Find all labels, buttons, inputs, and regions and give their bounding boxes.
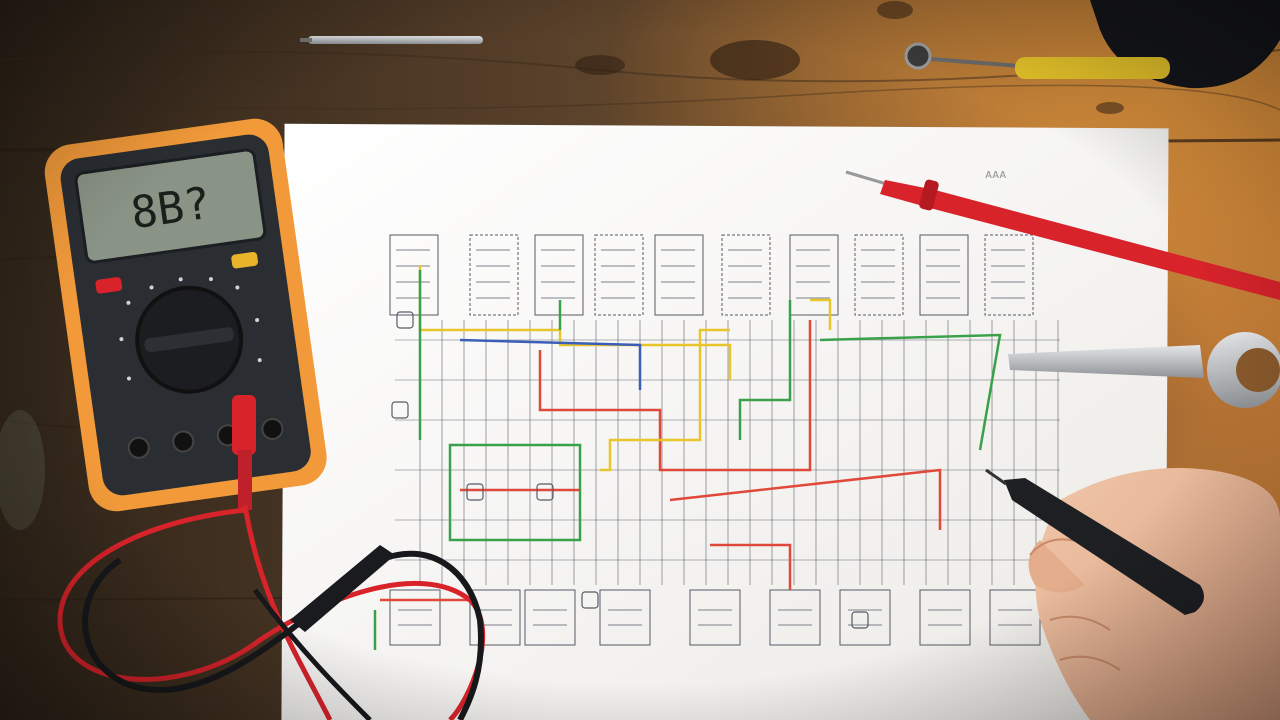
screwdriver-icon [300, 36, 483, 44]
multimeter-icon: 8B? [44, 118, 327, 512]
schematic-sheet: ᴀᴀᴀ [281, 123, 1169, 720]
paper-note: ᴀᴀᴀ [985, 167, 1006, 181]
